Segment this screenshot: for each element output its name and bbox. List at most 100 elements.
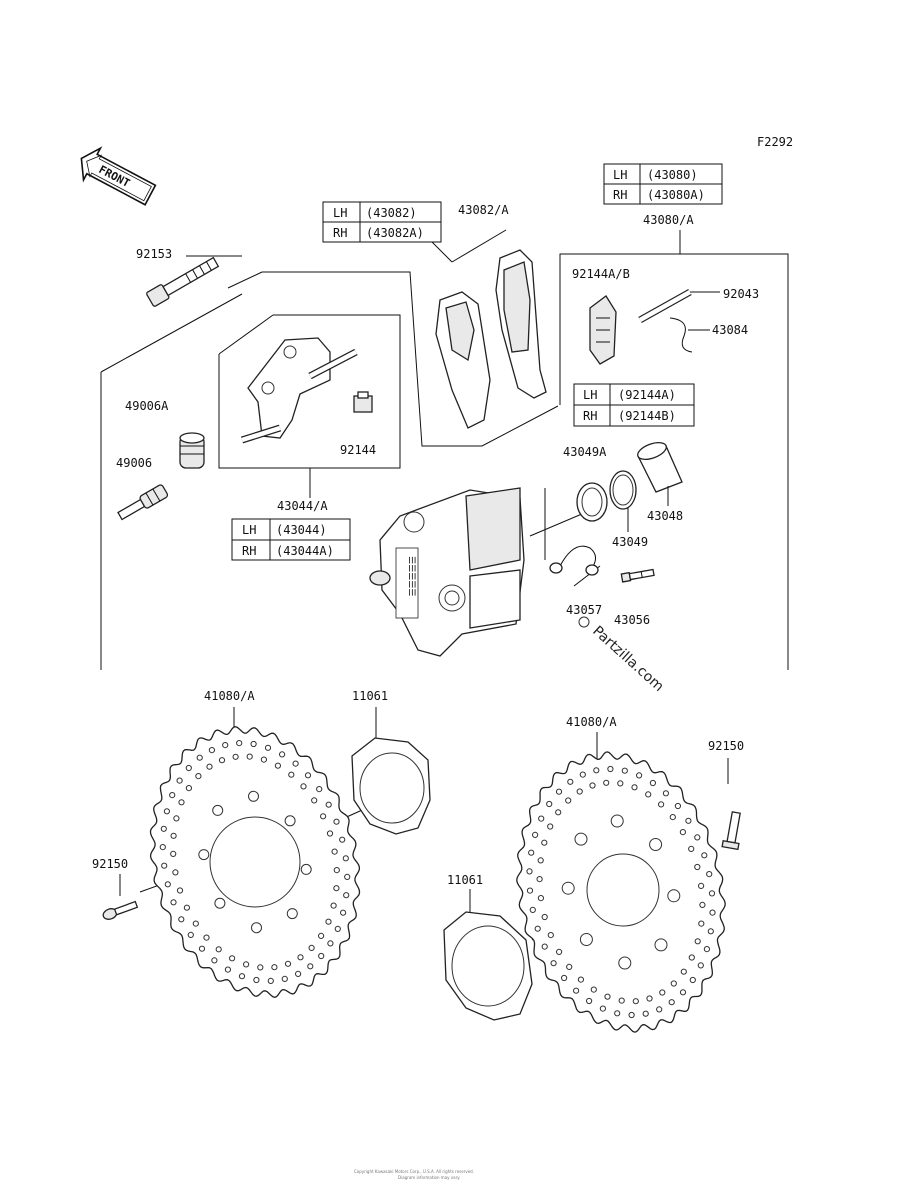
slide-pin-49006-icon [117, 484, 169, 521]
disc-left-hole [248, 790, 259, 802]
disc-right-hole [541, 839, 548, 846]
disc-right-hole [529, 906, 536, 914]
table-43044: LH (43044) RH (43044A) [231, 518, 351, 561]
disc-left-hole [311, 797, 318, 804]
bolt-92150-right-icon [721, 811, 741, 851]
table-92144-code-rh: (92144B) [618, 409, 676, 423]
disc-right-hole [689, 976, 696, 984]
disc-right-hole [679, 829, 687, 836]
disc-right-hole [541, 913, 548, 921]
disc-right-hole [659, 989, 666, 996]
table-43082-side-rh: RH [333, 226, 347, 240]
disc-left-hole [327, 940, 334, 947]
table-43082-side-lh: LH [333, 206, 347, 220]
caliper-body-icon: ☰☰☰☰☰ [369, 487, 525, 657]
disc-right-hole [534, 925, 541, 932]
label-92150-right: 92150 [708, 739, 744, 753]
disc-right-hole [603, 779, 610, 786]
disc-left-hole [334, 925, 341, 933]
label-11061-top: 11061 [352, 689, 388, 703]
bolt-92153-icon [146, 256, 220, 307]
disc-right-hole [674, 802, 682, 810]
label-43049: 43049 [612, 535, 648, 549]
disc-left-hole [185, 785, 192, 792]
disc-left-hole [192, 920, 199, 927]
disc-left-hole [178, 799, 185, 806]
disc-right-hole [536, 876, 543, 883]
disc-right-hole [573, 987, 580, 994]
label-92043: 92043 [723, 287, 759, 301]
disc-right-hole [701, 852, 708, 859]
disc-right-hole [607, 765, 614, 773]
disc-right-hole [604, 993, 611, 1000]
disc-right-hole [537, 857, 544, 864]
disc-right-hole [708, 890, 716, 897]
footer-line1: Copyright Kawasaki Motors Corp., U.S.A. … [354, 1169, 474, 1174]
disc-right-hole [694, 938, 701, 945]
footer-line2: Diagram information may vary. [398, 1175, 460, 1180]
disc-right-hole [697, 962, 704, 969]
label-43048: 43048 [647, 509, 683, 523]
label-11061-bottom: 11061 [447, 873, 483, 887]
disc-left-hole [206, 763, 213, 770]
disc-left-hole [164, 881, 171, 888]
disc-left-hole [257, 964, 264, 971]
disc-right-hole [621, 767, 628, 774]
disc-right-hole [547, 932, 554, 939]
label-43057: 43057 [566, 603, 602, 617]
label-92144ab: 92144A/B [572, 267, 630, 281]
disc-right-hole [555, 809, 562, 816]
disc-right-hole [649, 838, 663, 851]
disc-left-hole [344, 873, 351, 881]
disc-right-hole [654, 938, 668, 952]
disc-left-hole [232, 753, 239, 760]
brake-disc-right-icon [516, 751, 726, 1033]
disc-right-hole [537, 895, 545, 902]
disc-right-hole [561, 974, 568, 982]
brake-pad-outer-icon [495, 249, 547, 399]
disc-left-hole [222, 742, 229, 749]
disc-right-hole [546, 800, 553, 808]
disc-left-hole [304, 772, 312, 779]
disc-left-hole [286, 908, 298, 920]
disc-right-hole [706, 871, 713, 878]
disc-right-hole [646, 995, 653, 1002]
disc-left-hole [224, 966, 231, 973]
disc-right-hole [528, 849, 535, 856]
disc-left-hole [316, 786, 323, 793]
disc-right-hole [532, 831, 539, 839]
disc-left-hole [203, 934, 210, 941]
disc-right-hole [658, 801, 665, 808]
piston-43048-icon [637, 442, 683, 506]
table-92144: LH (92144A) RH (92144B) [573, 383, 695, 427]
disc-right-hole [645, 791, 652, 798]
gasket-11061-bottom-icon [443, 911, 533, 1021]
disc-right-hole [618, 997, 625, 1004]
disc-right-hole [685, 817, 692, 824]
disc-right-hole [642, 1010, 649, 1017]
caliper-bracket-icon [240, 337, 358, 444]
disc-left-hole [160, 825, 167, 832]
disc-left-hole [243, 961, 250, 968]
label-41080a-right: 41080/A [566, 715, 617, 729]
disc-right-hole [709, 909, 716, 916]
disc-left-hole [176, 887, 184, 894]
disc-right-hole [662, 790, 670, 797]
label-43049a: 43049A [563, 445, 607, 459]
table-92144-side-lh: LH [583, 388, 597, 402]
disc-left-hole [195, 773, 202, 780]
table-43080-side-rh: RH [613, 188, 627, 202]
disc-left-hole [250, 740, 257, 748]
disc-left-hole [212, 804, 224, 816]
caliper-emblem: ☰☰☰☰☰ [406, 556, 416, 596]
disc-left-hole [169, 792, 176, 799]
disc-right-hole [577, 976, 585, 983]
table-43080-code-rh: (43080A) [647, 188, 705, 202]
disc-right-hole [555, 788, 563, 795]
disc-right-hole [579, 933, 593, 946]
disc-right-hole [593, 767, 600, 774]
table-43082-code-rh: (43082A) [366, 226, 424, 240]
disc-left-hole [170, 850, 177, 858]
disc-left-hole [342, 855, 349, 862]
disc-left-hole [170, 832, 177, 839]
